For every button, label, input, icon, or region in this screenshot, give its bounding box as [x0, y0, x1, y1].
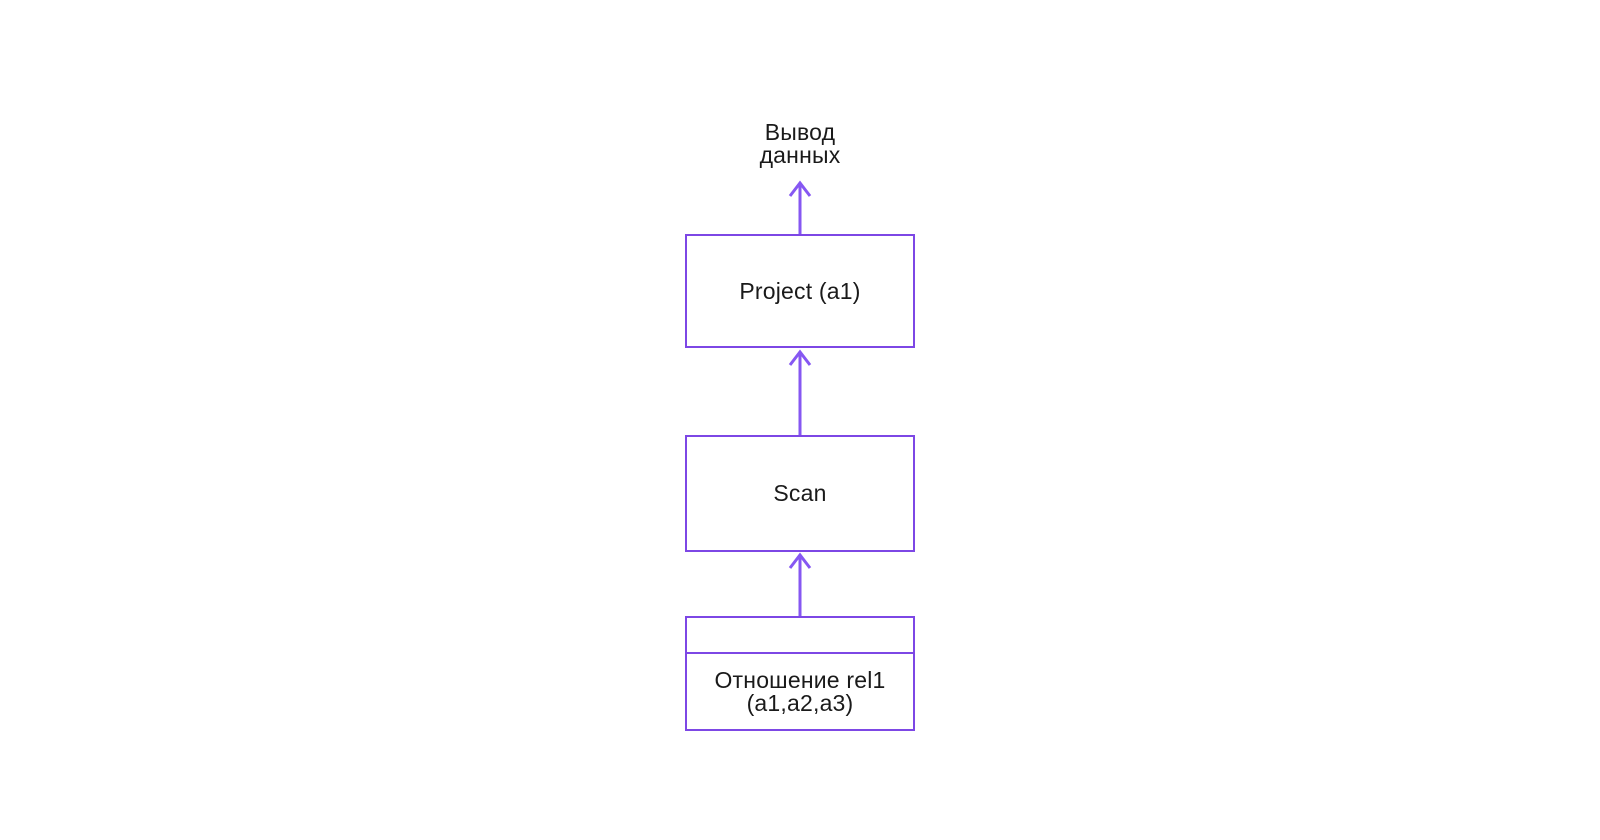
node-relation: Отношение rel1 (a1,a2,a3) — [685, 616, 915, 731]
output-data-label: Вывод данных — [759, 119, 841, 168]
arrow-up-icon — [788, 180, 812, 234]
node-scan: Scan — [685, 435, 915, 552]
node-scan-label: Scan — [773, 480, 827, 506]
arrow-up-icon — [788, 552, 812, 616]
relation-header-row — [687, 618, 913, 654]
node-relation-label: Отношение rel1 (a1,a2,a3) — [714, 666, 886, 716]
node-project: Project (a1) — [685, 234, 915, 348]
arrow-up-icon — [788, 349, 812, 435]
node-project-label: Project (a1) — [739, 277, 861, 304]
